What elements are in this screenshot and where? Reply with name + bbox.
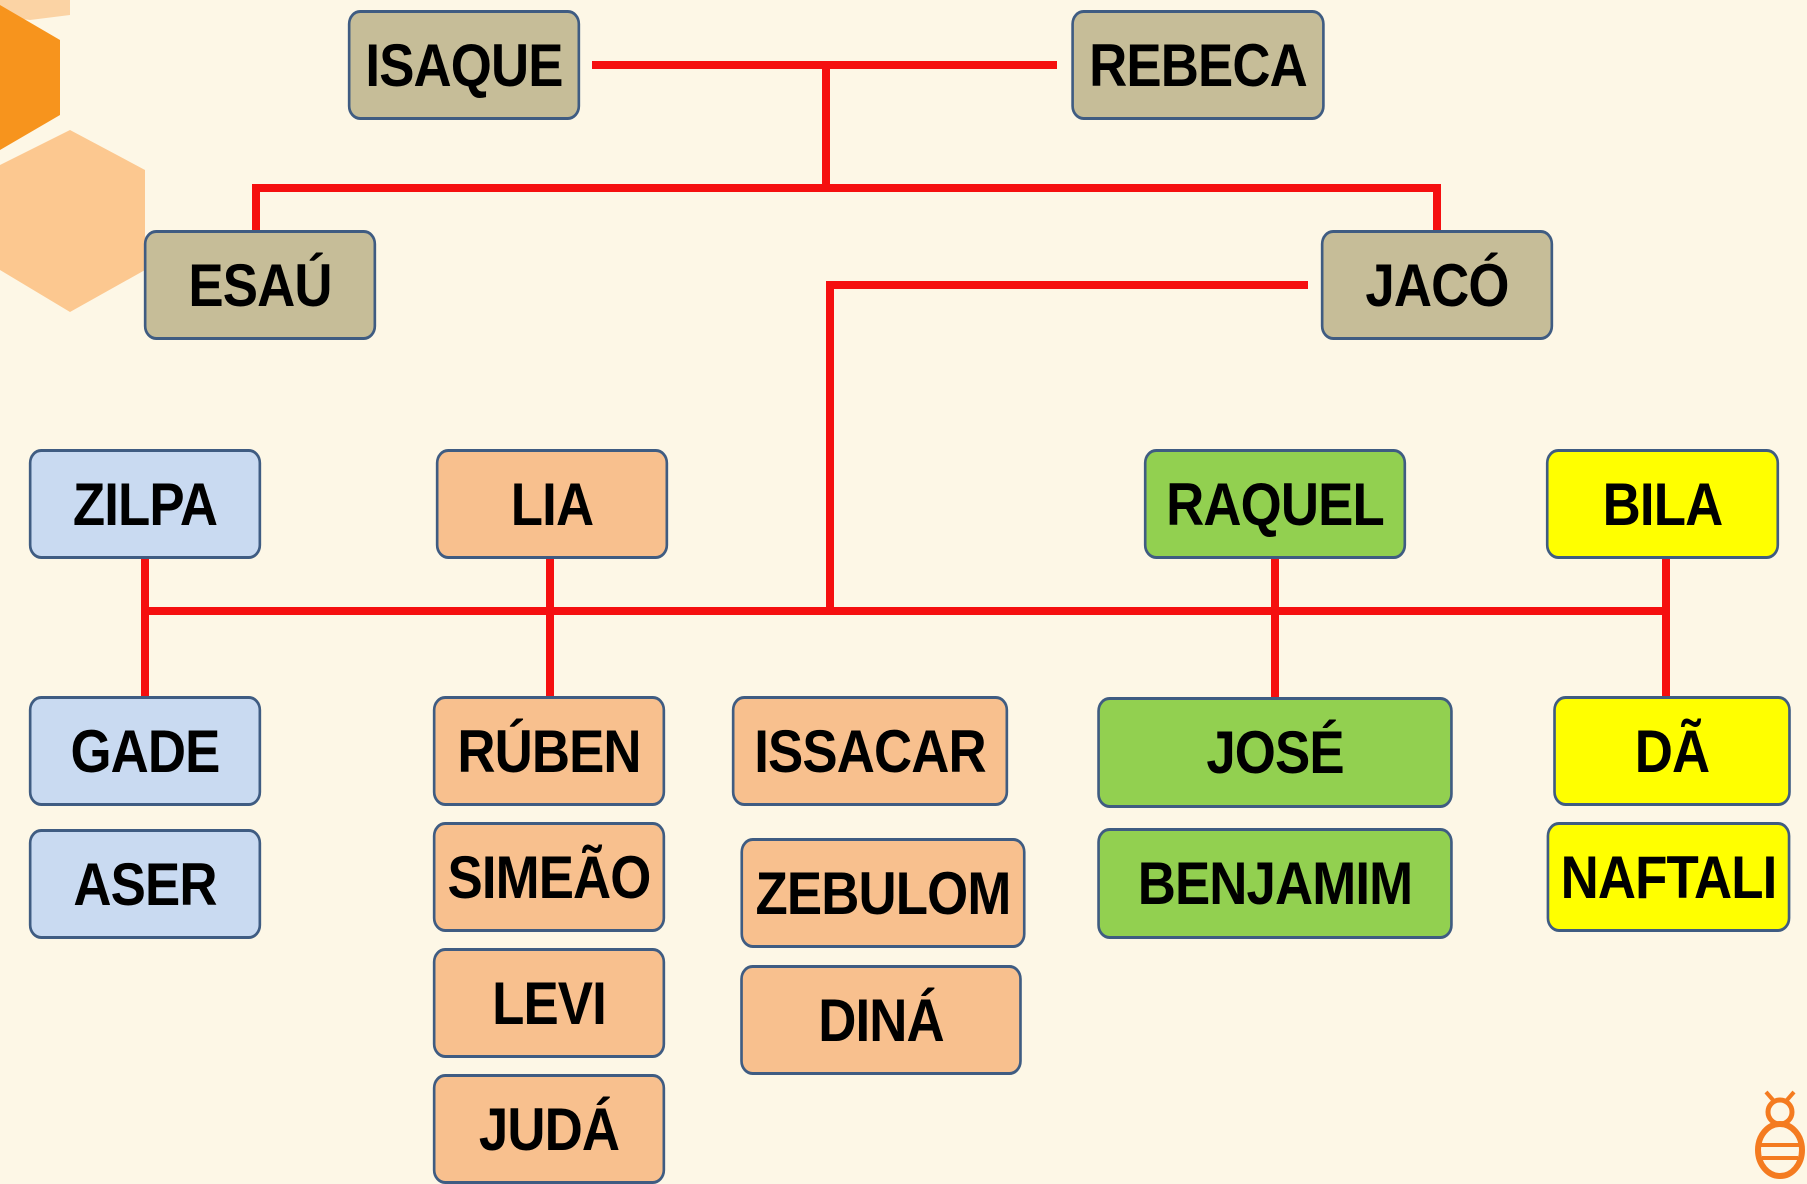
- node-label: SIMEÃO: [447, 843, 651, 911]
- node-jose: JOSÉ: [1097, 697, 1453, 808]
- node-da: DÃ: [1553, 696, 1791, 806]
- parents-down-line: [822, 65, 830, 190]
- node-label: JUDÁ: [478, 1095, 620, 1163]
- node-zilpa: ZILPA: [28, 449, 262, 559]
- sons-h-line: [256, 184, 1441, 192]
- node-gade: GADE: [28, 696, 262, 806]
- jaco-down-line: [826, 281, 834, 613]
- node-label: ASER: [73, 850, 217, 918]
- node-label: DÃ: [1634, 717, 1710, 785]
- raquel-line: [1271, 558, 1279, 698]
- node-raquel: RAQUEL: [1143, 449, 1407, 559]
- node-label: ZEBULOM: [755, 859, 1012, 927]
- node-juda: JUDÁ: [432, 1074, 666, 1184]
- node-label: RÚBEN: [457, 717, 641, 785]
- node-label: ISAQUE: [365, 31, 563, 99]
- node-label: RAQUEL: [1166, 470, 1385, 538]
- node-lia: LIA: [435, 449, 669, 559]
- jaco-left-line: [826, 281, 1308, 289]
- node-label: ISSACAR: [754, 717, 986, 785]
- hexagon-decoration: [0, 0, 145, 312]
- node-label: LIA: [510, 470, 594, 538]
- node-esau: ESAÚ: [143, 230, 377, 340]
- node-rebeca: REBECA: [1071, 10, 1325, 120]
- node-label: LEVI: [492, 969, 607, 1037]
- node-label: ESAÚ: [188, 251, 332, 319]
- node-benjamim: BENJAMIM: [1097, 828, 1453, 939]
- node-label: BENJAMIM: [1137, 850, 1413, 917]
- node-dina: DINÁ: [740, 965, 1022, 1075]
- node-issacar: ISSACAR: [731, 696, 1009, 806]
- node-levi: LEVI: [432, 948, 666, 1058]
- node-label: BILA: [1602, 470, 1724, 538]
- node-label: GADE: [70, 717, 220, 785]
- node-naftali: NAFTALI: [1546, 822, 1791, 932]
- bila-line: [1662, 558, 1670, 698]
- node-ruben: RÚBEN: [432, 696, 666, 806]
- zilpa-line: [141, 558, 149, 698]
- node-bila: BILA: [1545, 449, 1780, 559]
- wives-h-line: [141, 607, 1670, 615]
- node-label: DINÁ: [818, 986, 944, 1054]
- node-aser: ASER: [28, 829, 262, 939]
- node-label: JOSÉ: [1206, 719, 1344, 786]
- node-zebulom: ZEBULOM: [740, 838, 1026, 948]
- node-label: NAFTALI: [1560, 843, 1778, 911]
- node-jaco: JACÓ: [1320, 230, 1554, 340]
- node-isaque: ISAQUE: [347, 10, 581, 120]
- node-label: JACÓ: [1365, 251, 1509, 319]
- node-label: REBECA: [1089, 31, 1308, 99]
- jaco-up-line: [1433, 184, 1441, 232]
- bee-logo-icon: [1755, 1090, 1805, 1179]
- esau-up-line: [252, 184, 260, 232]
- lia-line: [546, 558, 554, 698]
- node-label: ZILPA: [72, 470, 218, 538]
- node-simeao: SIMEÃO: [432, 822, 666, 932]
